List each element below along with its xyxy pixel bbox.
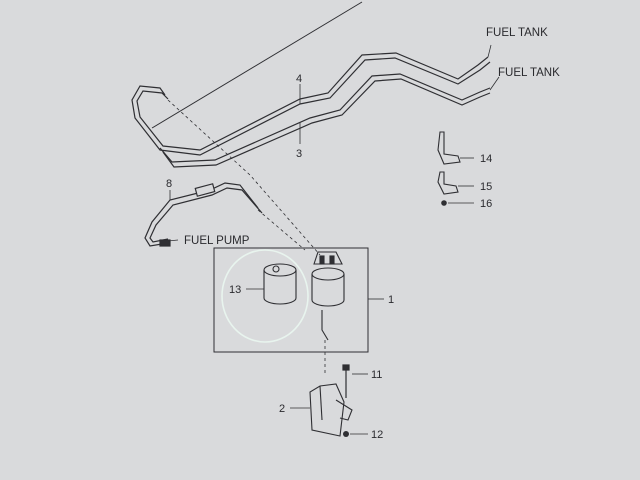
highlight-circle (221, 249, 309, 343)
label-fuel-pump: FUEL PUMP (184, 235, 250, 247)
label-14: 14 (480, 153, 492, 165)
label-11: 11 (371, 369, 382, 381)
label-fuel-tank-lower: FUEL TANK (498, 67, 560, 79)
label-13: 13 (229, 284, 241, 296)
dashed-guides (167, 99, 326, 375)
nut-12 (343, 431, 349, 437)
label-4: 4 (296, 73, 302, 85)
label-12: 12 (371, 429, 383, 441)
bracket-2 (309, 383, 353, 437)
fuel-filter-1 (311, 251, 345, 341)
leader-lines (167, 44, 500, 435)
fuel-line-3 (159, 73, 491, 168)
label-fuel-tank-upper: FUEL TANK (486, 27, 548, 39)
reference-line (151, 1, 363, 129)
label-16: 16 (480, 198, 492, 210)
clip-14 (437, 131, 461, 165)
label-15: 15 (480, 181, 492, 193)
label-2: 2 (279, 403, 285, 415)
fuel-line-4 (131, 52, 491, 156)
filter-cartridge-13 (263, 263, 297, 305)
label-3: 3 (296, 148, 302, 160)
bolt-11 (342, 364, 350, 398)
screw-16 (441, 200, 447, 206)
component-box-1 (213, 247, 369, 353)
clip-15 (437, 171, 459, 195)
label-1: 1 (388, 294, 394, 306)
label-8: 8 (166, 178, 172, 190)
